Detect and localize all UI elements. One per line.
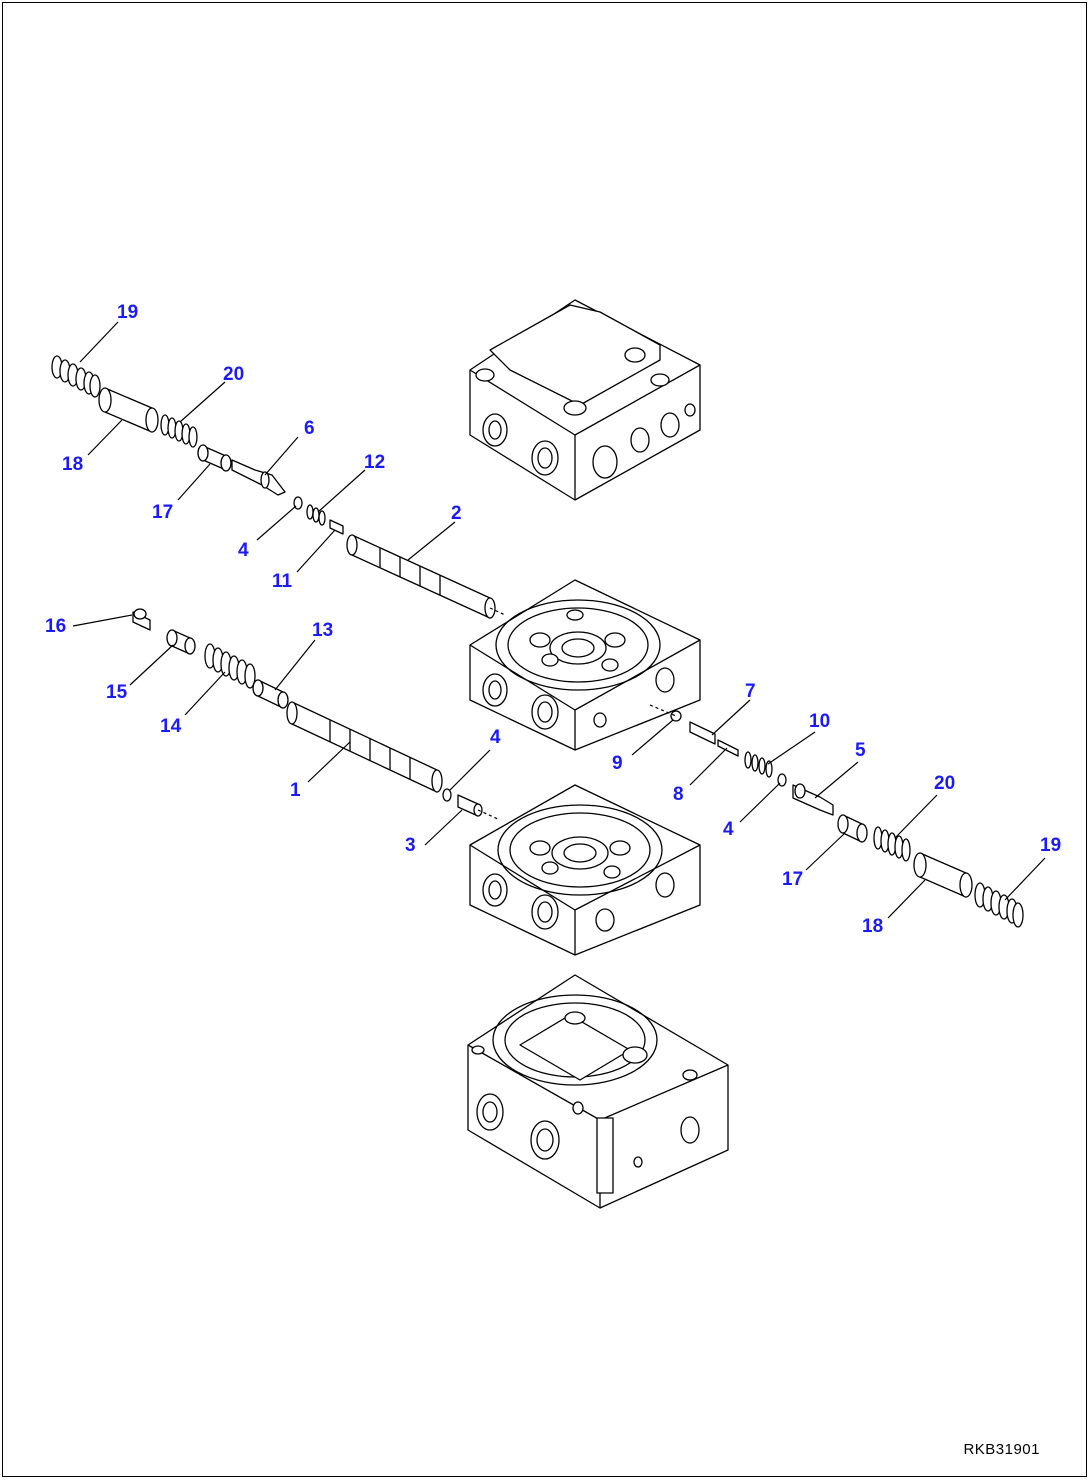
callout-7: 7 <box>745 681 756 702</box>
assembly-axes <box>477 607 677 821</box>
spring-20-lower <box>873 826 911 862</box>
callout-5: 5 <box>855 740 866 761</box>
callout-4-middle: 4 <box>490 727 501 748</box>
callout-14: 14 <box>160 716 182 737</box>
spring-19-lower <box>974 882 1024 928</box>
right-relief-assembly <box>670 710 1024 928</box>
spring-14 <box>204 643 256 689</box>
valve-block-3 <box>469 784 701 956</box>
valve-block-2 <box>469 579 701 751</box>
spring-20-upper <box>160 414 198 448</box>
callout-11: 11 <box>272 571 293 592</box>
valve-block-top <box>469 299 701 501</box>
lower-spool-assembly <box>132 608 483 817</box>
callout-17-upper: 17 <box>152 502 173 523</box>
callout-1: 1 <box>290 780 301 801</box>
callout-17-lower: 17 <box>782 869 803 890</box>
callout-4-right: 4 <box>723 819 734 840</box>
callout-2: 2 <box>451 503 462 524</box>
valve-block-bottom <box>467 974 729 1209</box>
callout-labels: 19 20 18 17 6 12 4 11 2 16 13 15 14 1 4 … <box>45 302 1061 937</box>
callout-4-upper: 4 <box>238 540 249 561</box>
callout-12: 12 <box>364 452 385 473</box>
callout-3: 3 <box>405 835 416 856</box>
callout-9: 9 <box>612 753 623 774</box>
callout-20-lower: 20 <box>934 773 955 794</box>
callout-6: 6 <box>304 418 315 439</box>
callout-8: 8 <box>673 784 684 805</box>
callout-13: 13 <box>312 620 333 641</box>
leader-lines <box>72 321 1046 919</box>
upper-spool-assembly <box>51 355 496 619</box>
callout-10: 10 <box>809 711 830 732</box>
spring-19-upper <box>51 355 101 398</box>
callout-15: 15 <box>106 682 128 703</box>
callout-19-lower: 19 <box>1040 835 1061 856</box>
callout-18-upper: 18 <box>62 454 83 475</box>
callout-20-upper: 20 <box>223 364 244 385</box>
drawing-code: RKB31901 <box>963 1441 1040 1458</box>
callout-16: 16 <box>45 616 66 637</box>
callout-19-upper: 19 <box>117 302 138 323</box>
callout-18-lower: 18 <box>862 916 883 937</box>
